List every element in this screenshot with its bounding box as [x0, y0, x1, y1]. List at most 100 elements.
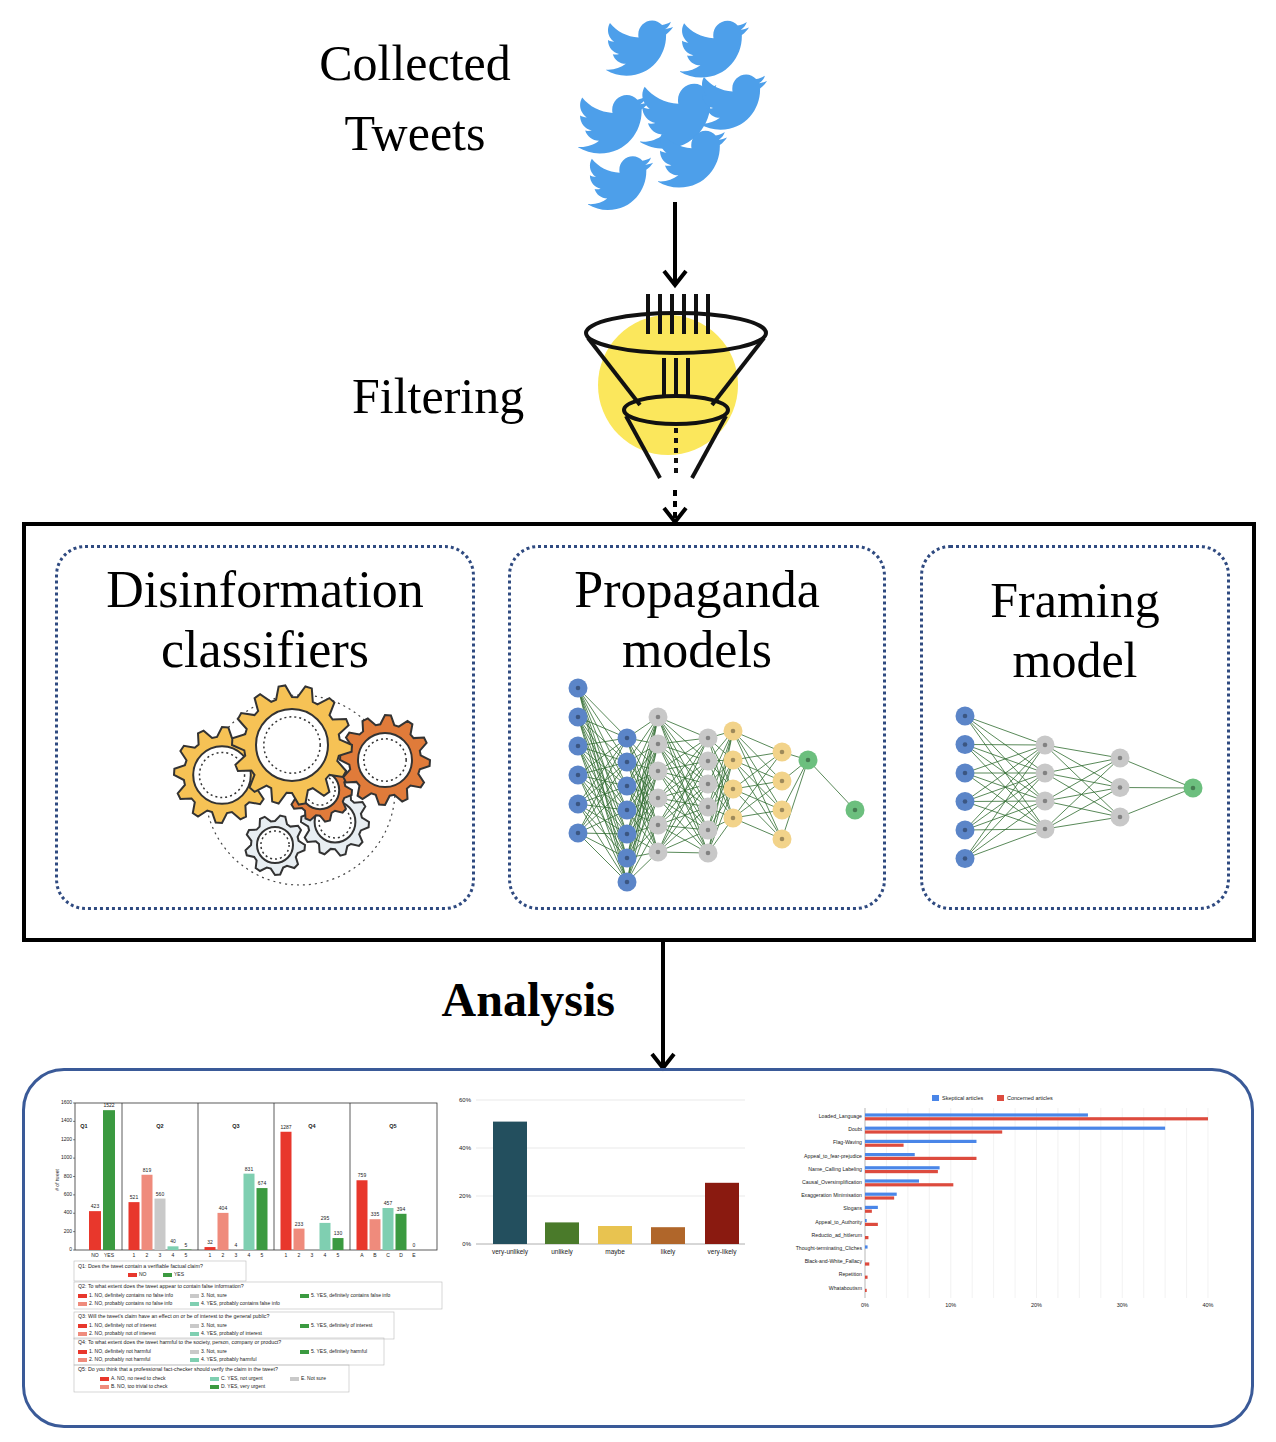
- net-unit-dot: [625, 784, 630, 789]
- net-unit: [699, 729, 718, 748]
- legend-swatch: [100, 1385, 109, 1389]
- bird-icon: [657, 131, 727, 188]
- net-unit: [618, 777, 637, 796]
- gear-ring: [264, 717, 320, 773]
- net-unit: [956, 821, 975, 840]
- bar-value: 521: [130, 1195, 138, 1201]
- axis-tick: D: [399, 1253, 403, 1259]
- category-label: Causal_Oversimplification: [802, 1180, 862, 1186]
- flow-arrow: [664, 202, 686, 285]
- bar: [181, 1249, 192, 1250]
- net-unit-dot: [656, 715, 661, 720]
- legend-label: YES: [174, 1272, 184, 1278]
- category-label: Slogans: [843, 1207, 862, 1213]
- net-unit-dot: [1191, 786, 1196, 791]
- legend-label: 5. YES, definitely of interest: [311, 1323, 372, 1329]
- axis-tick: 1200: [61, 1137, 72, 1143]
- bar: [142, 1175, 153, 1250]
- bar: [705, 1183, 739, 1244]
- category-label: Thought-terminating_Cliches: [796, 1246, 862, 1252]
- category-label: Black-and-White_Fallacy: [805, 1259, 862, 1265]
- net-link: [1045, 758, 1120, 773]
- legend-swatch: [78, 1324, 87, 1328]
- category-label: Loaded_Language: [819, 1114, 862, 1120]
- bar-value: 560: [156, 1192, 164, 1198]
- funnel-icon: [586, 294, 766, 478]
- net-unit: [618, 801, 637, 820]
- net-unit-dot: [1118, 815, 1123, 820]
- legend-label: 4. YES, probably contains false info: [201, 1301, 280, 1307]
- legend-label: 3. Not, sure: [201, 1293, 227, 1299]
- arrow-head: [652, 1054, 674, 1068]
- tick: [73, 1213, 75, 1214]
- axis-tick: 5: [337, 1253, 340, 1259]
- arrow-head: [664, 508, 686, 522]
- arrow-head: [664, 271, 686, 285]
- bar: [865, 1166, 940, 1169]
- net-unit-dot: [780, 779, 785, 784]
- bird-icon: [587, 156, 653, 210]
- bird-icon: [577, 95, 649, 153]
- bar: [865, 1140, 976, 1143]
- axis-tick: 4: [172, 1253, 175, 1259]
- net-unit: [649, 789, 668, 808]
- bar: [865, 1117, 1208, 1120]
- axis-tick: 1600: [61, 1100, 72, 1106]
- bar-value: 32: [207, 1240, 213, 1246]
- bar: [333, 1238, 344, 1250]
- net-unit-dot: [731, 758, 736, 763]
- analysis-panel: [22, 1068, 1254, 1428]
- neural-net-icon: [956, 707, 1203, 869]
- net-unit-dot: [731, 787, 736, 792]
- bar: [89, 1211, 101, 1250]
- net-link: [965, 829, 1045, 859]
- axis-tick: 30%: [1117, 1302, 1128, 1308]
- gear-teeth: [340, 715, 430, 805]
- grid-line: [1015, 1108, 1016, 1298]
- net-unit-dot: [780, 808, 785, 813]
- grid-line: [1036, 1108, 1037, 1298]
- panel-title: Q3: [232, 1123, 239, 1129]
- net-unit: [569, 708, 588, 727]
- net-link: [733, 760, 782, 839]
- net-link: [1045, 801, 1120, 817]
- net-unit-dot: [625, 736, 630, 741]
- axis-tick: 0: [69, 1247, 72, 1253]
- bar-value: 394: [397, 1207, 405, 1213]
- net-unit: [618, 873, 637, 892]
- net-unit: [799, 751, 818, 770]
- panel-title: Q1: [80, 1123, 87, 1129]
- net-unit-dot: [963, 828, 968, 833]
- net-unit: [618, 849, 637, 868]
- bar: [865, 1236, 868, 1239]
- net-unit: [956, 707, 975, 726]
- panel-title: Q2: [156, 1123, 163, 1129]
- bar: [865, 1206, 878, 1209]
- grid-line: [907, 1108, 908, 1298]
- legend-frame: [74, 1282, 442, 1309]
- net-unit: [649, 735, 668, 754]
- bar: [865, 1153, 915, 1156]
- net-unit: [649, 762, 668, 781]
- net-unit: [773, 743, 792, 762]
- net-unit-dot: [780, 750, 785, 755]
- gear-icon: [340, 715, 430, 805]
- legend-swatch: [190, 1294, 199, 1298]
- axis-tick: 5: [261, 1253, 264, 1259]
- net-unit: [724, 722, 743, 741]
- net-unit: [846, 801, 865, 820]
- legend-swatch: [997, 1095, 1004, 1101]
- tick: [73, 1194, 75, 1195]
- net-link: [808, 760, 855, 810]
- axis-tick: 1: [209, 1253, 212, 1259]
- axis-tick: 2: [146, 1253, 149, 1259]
- axis-tick: 1000: [61, 1155, 72, 1161]
- net-link: [965, 745, 1045, 859]
- net-unit: [724, 809, 743, 828]
- legend-label: 1. NO, definitely not harmful: [89, 1349, 151, 1355]
- axis-tick: 600: [64, 1192, 72, 1198]
- legend-label: A. NO, no need to check: [111, 1376, 165, 1382]
- model-box: Propaganda models: [508, 545, 886, 910]
- net-link: [733, 731, 782, 810]
- bar: [409, 1250, 420, 1251]
